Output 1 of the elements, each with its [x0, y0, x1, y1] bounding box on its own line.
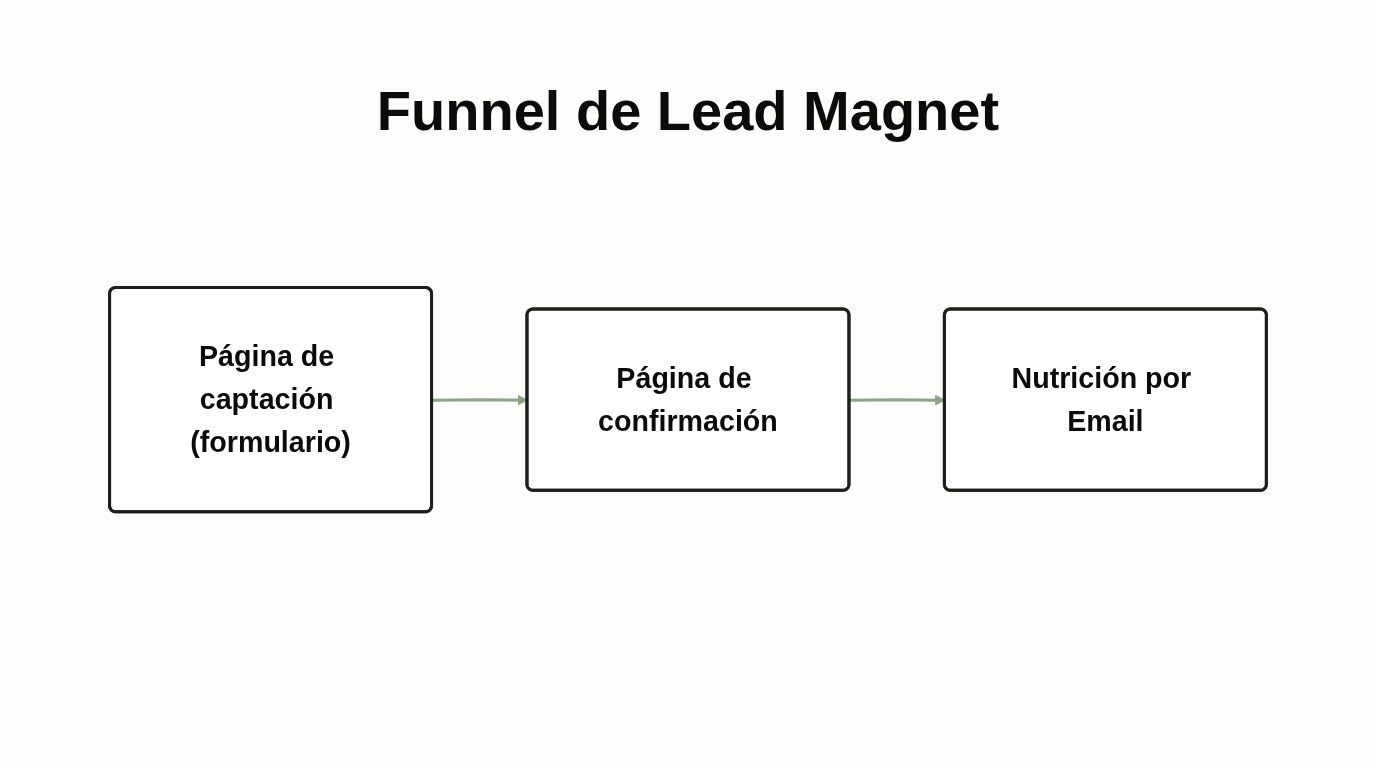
title: Funnel de Lead Magnet — [376, 78, 1000, 143]
